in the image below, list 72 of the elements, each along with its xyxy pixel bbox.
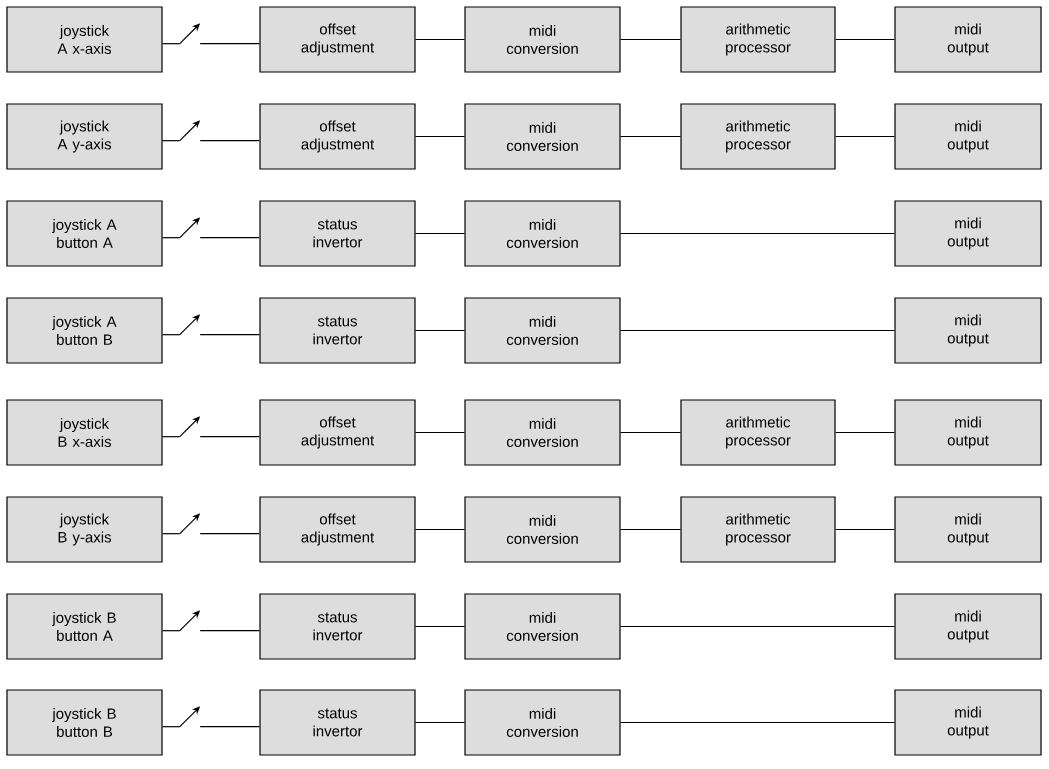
block-box: offset adjustment (259, 6, 416, 73)
block-box: midi conversion (464, 6, 621, 73)
block-box: midi output (894, 103, 1042, 170)
connector-line (835, 431, 895, 434)
connector-line (620, 38, 681, 41)
block-box: midi conversion (464, 297, 621, 364)
connector-line (162, 630, 181, 632)
block-box: arithmetic processor (680, 103, 836, 170)
connector-line (162, 436, 181, 438)
block-box: offset adjustment (259, 496, 416, 563)
block-box: status invertor (259, 297, 416, 364)
block-box: arithmetic processor (680, 496, 836, 563)
connector-line (620, 135, 681, 138)
connector-line (199, 630, 260, 632)
block-box: midi conversion (464, 496, 621, 563)
connector-line (162, 533, 181, 535)
connector-line (620, 625, 895, 628)
connector-line (415, 38, 465, 41)
block-box: joystick A button A (6, 200, 163, 267)
block-box: joystick A y-axis (6, 103, 163, 170)
block-box: offset adjustment (259, 103, 416, 170)
block-box: midi conversion (464, 593, 621, 660)
connector-line (199, 43, 260, 45)
connector-line (199, 533, 260, 535)
block-box: status invertor (259, 593, 416, 660)
connector-line (620, 232, 895, 235)
connector-line (620, 329, 895, 332)
block-box: midi conversion (464, 689, 621, 756)
connector-line (415, 431, 465, 434)
connector-line (199, 237, 260, 239)
block-box: midi output (894, 200, 1042, 267)
connector-line (199, 726, 260, 728)
connector-line (620, 528, 681, 531)
connector-line (162, 334, 181, 336)
connector-line (835, 135, 895, 138)
block-box: midi output (894, 399, 1042, 466)
block-box: joystick B button A (6, 593, 163, 660)
block-box: status invertor (259, 689, 416, 756)
block-box: joystick B y-axis (6, 496, 163, 563)
block-box: offset adjustment (259, 399, 416, 466)
block-box: midi output (894, 689, 1042, 756)
block-box: midi output (894, 6, 1042, 73)
connector-line (162, 237, 181, 239)
block-box: joystick B button B (6, 689, 163, 756)
connector-line (415, 721, 465, 724)
connector-line (835, 38, 895, 41)
block-box: joystick A x-axis (6, 6, 163, 73)
connector-line (199, 334, 260, 336)
connector-line (162, 140, 181, 142)
connector-line (415, 232, 465, 235)
connector-line (162, 726, 181, 728)
connector-line (162, 43, 181, 45)
connector-line (199, 140, 260, 142)
block-box: midi conversion (464, 399, 621, 466)
connector-line (415, 528, 465, 531)
block-box: joystick B x-axis (6, 399, 163, 466)
connector-line (620, 431, 681, 434)
block-box: status invertor (259, 200, 416, 267)
connector-line (415, 329, 465, 332)
block-box: midi output (894, 593, 1042, 660)
block-box: joystick A button B (6, 297, 163, 364)
block-box: arithmetic processor (680, 6, 836, 73)
block-box: midi output (894, 297, 1042, 364)
connector-line (415, 625, 465, 628)
block-box: midi conversion (464, 103, 621, 170)
connector-line (620, 721, 895, 724)
block-box: midi conversion (464, 200, 621, 267)
connector-line (415, 135, 465, 138)
block-box: midi output (894, 496, 1042, 563)
connector-line (199, 436, 260, 438)
block-box: arithmetic processor (680, 399, 836, 466)
connector-line (835, 528, 895, 531)
